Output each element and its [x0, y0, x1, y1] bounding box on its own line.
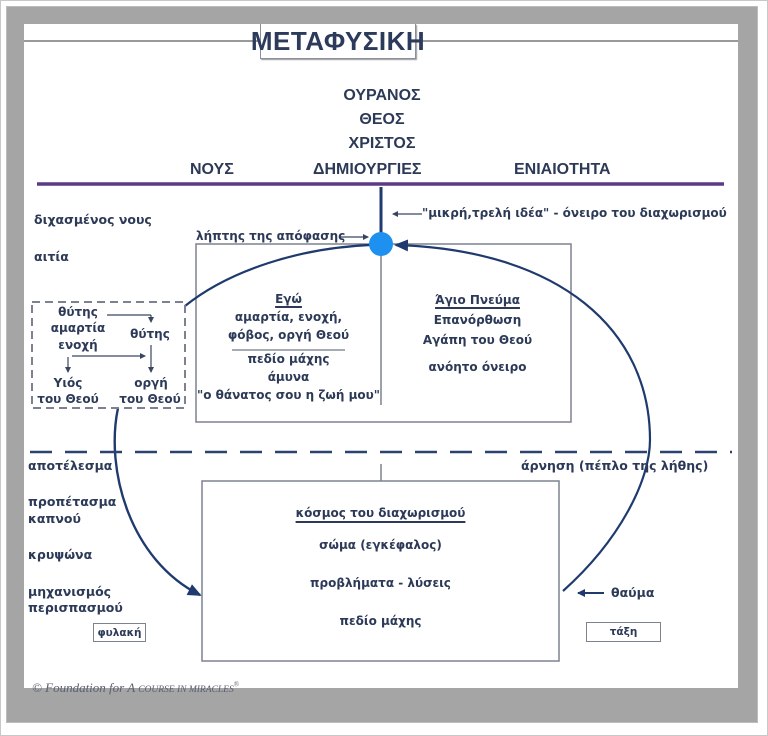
holy-spirit-line-1: Επανόρθωση — [433, 313, 522, 327]
ego-line-1: αμαρτία, ενοχή, — [234, 310, 343, 324]
holy-spirit-heading: Άγιο Πνεύμα — [435, 293, 520, 307]
decision-maker-label: λήπτης της απόφασης — [196, 229, 346, 243]
cycle-victim-right: θύτης — [130, 327, 170, 341]
copyright-course: Course in — [138, 685, 187, 695]
prison-tag: φυλακή — [93, 623, 146, 642]
holy-spirit-line-2: Αγάπη του Θεού — [422, 333, 533, 347]
cycle-wrath-2: του Θεού — [119, 392, 181, 406]
holy-spirit-box-content: Άγιο Πνεύμα Επανόρθωση Αγάπη του Θεού αν… — [400, 290, 555, 377]
cycle-son-1: Υιός — [53, 376, 83, 390]
ego-line-5: "ο θάνατος σου η ζωή μου" — [196, 388, 381, 402]
effect-label: αποτέλεσμα — [28, 458, 113, 473]
oneness-label: ΕΝΙΑΙΟΤΗΤΑ — [514, 161, 611, 178]
ego-arc — [184, 243, 371, 307]
ego-line-2: φόβος, οργή Θεού — [227, 328, 350, 342]
heaven-label: ΟΥΡΑΝΟΣ — [343, 87, 421, 104]
projection-arc — [113, 407, 202, 597]
cycle-guilt: ενοχή — [58, 338, 98, 352]
world-line-2: προβλήματα - λύσεις — [310, 576, 451, 590]
world-line-1: σώμα (εγκέφαλος) — [319, 538, 442, 552]
cycle-son-2: του Θεού — [37, 392, 99, 406]
christ-label: ΧΡΙΣΤΟΣ — [348, 135, 416, 152]
decision-maker-dot — [369, 232, 393, 256]
smokescreen-label-1: προπέτασμα — [28, 494, 117, 509]
holy-spirit-arc — [394, 239, 652, 592]
cause-label: αιτία — [34, 249, 69, 264]
registered-mark: ® — [233, 680, 240, 689]
prison-tag-label: φυλακή — [97, 626, 142, 639]
god-label: ΘΕΟΣ — [359, 111, 405, 128]
copyright-notice: © Foundation for A Course in Miracles® — [32, 680, 239, 696]
smokescreen-label-2: καπνού — [28, 511, 81, 526]
ego-line-3: πεδίο μάχης — [247, 352, 330, 366]
cycle-victim-top: θύτης — [58, 305, 98, 319]
world-heading: κόσμος του διαχωρισμού — [295, 506, 466, 520]
split-mind-label: διχασμένος νους — [34, 212, 152, 227]
copyright-miracles: Miracles — [186, 685, 234, 695]
page-title: ΜΕΤΑΦΥΣΙΚΗ — [250, 25, 426, 56]
order-tag: τάξη — [586, 622, 661, 642]
cycle-wrath-1: οργή — [134, 376, 168, 390]
miracle-label: θαύμα — [611, 585, 655, 600]
distraction-label-1: μηχανισμός — [28, 584, 112, 599]
copyright-prefix: © Foundation for A — [32, 680, 139, 695]
ego-line-4: άμυνα — [267, 370, 310, 384]
denial-label: άρνηση (πέπλο της λήθης) — [521, 458, 709, 473]
mind-label: ΝΟΥΣ — [190, 161, 234, 178]
world-box-content: κόσμος του διαχωρισμού σώμα (εγκέφαλος) … — [202, 503, 559, 631]
distraction-label-2: περισπασμού — [28, 600, 123, 615]
title-box: ΜΕΤΑΦΥΣΙΚΗ — [251, 24, 425, 59]
world-line-3: πεδίο μάχης — [339, 614, 422, 628]
creations-label: ΔΗΜΙΟΥΡΓΙΕΣ — [313, 161, 422, 178]
order-tag-label: τάξη — [609, 626, 638, 638]
ego-box-content: Εγώ αμαρτία, ενοχή, φόβος, οργή Θεού πεδ… — [196, 290, 381, 404]
hideout-label: κρυψώνα — [28, 547, 93, 562]
ego-heading: Εγώ — [275, 292, 302, 306]
world-box — [201, 480, 560, 662]
holy-spirit-line-3: ανόητο όνειρο — [428, 360, 527, 374]
cycle-sin: αμαρτία — [50, 321, 106, 335]
tiny-mad-idea-label: "μικρή,τρελή ιδέα" - όνειρο του διαχωρισ… — [422, 206, 727, 220]
